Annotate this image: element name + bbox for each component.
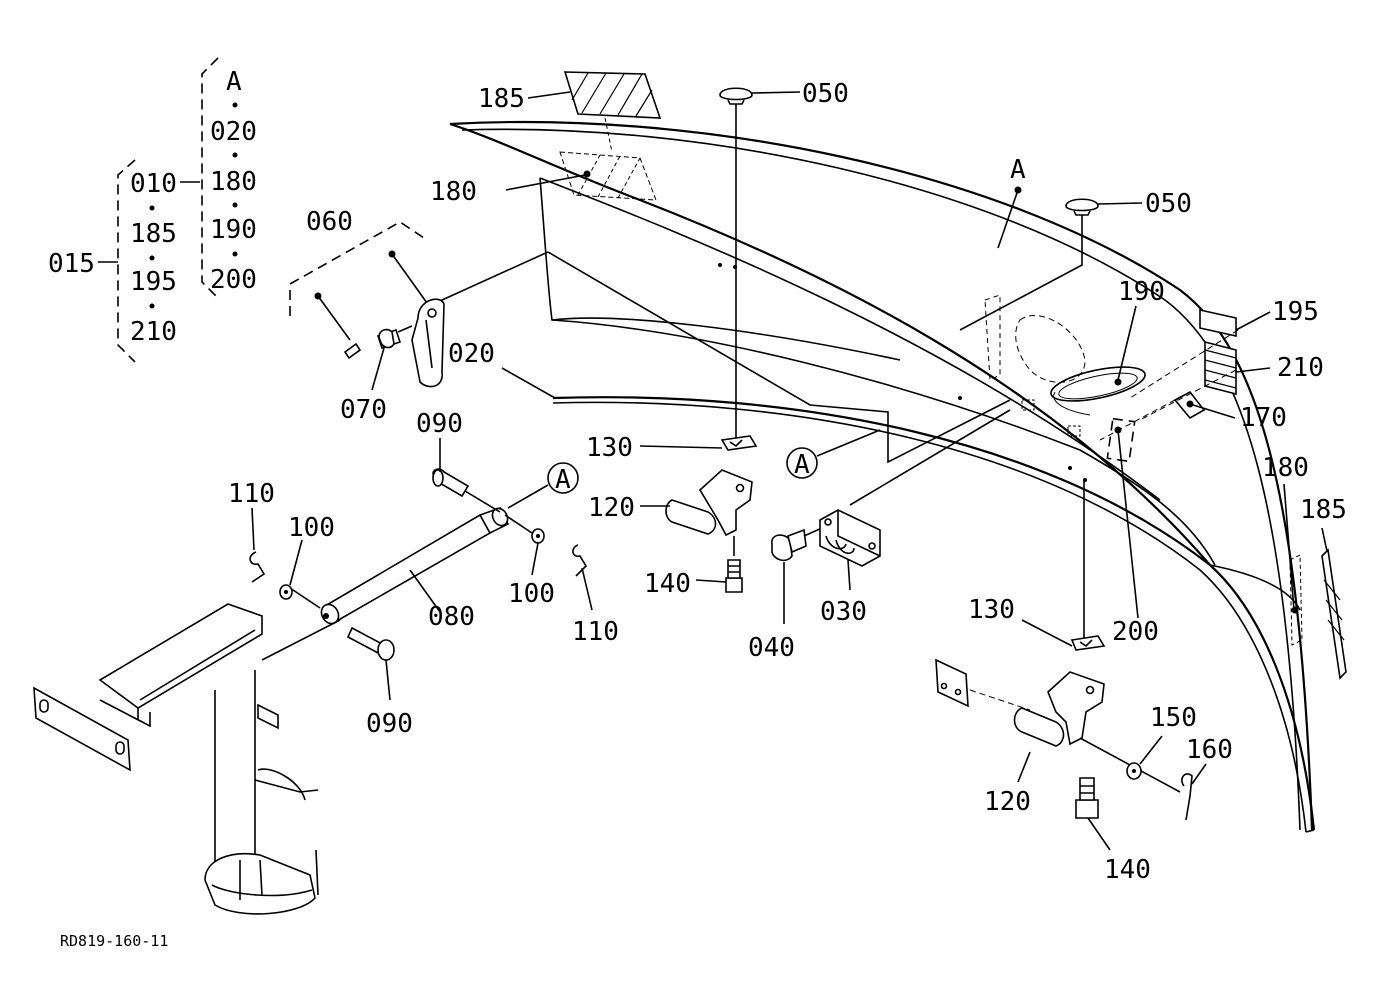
- callout-100-a: 100: [288, 513, 335, 543]
- group-item-185: 185: [130, 219, 177, 249]
- ref-A-hood: A: [997, 155, 1026, 249]
- callout-A-circle-b: A: [794, 450, 810, 480]
- hood-panel: [419, 120, 1316, 833]
- group-015-label: 015: [48, 249, 95, 279]
- pin-090-a: 090: [416, 409, 470, 498]
- subgroup-item-A: A: [226, 67, 242, 97]
- support-stand: [33, 603, 319, 915]
- callout-060: 060: [306, 207, 353, 237]
- clip-110-a: 110: [228, 479, 275, 583]
- subgroup-item-180: 180: [210, 167, 257, 197]
- callout-185-right: 185: [1300, 495, 1347, 525]
- decal-180-top: 180: [430, 117, 657, 207]
- pin-090-b: 090: [346, 626, 413, 739]
- callout-180-right: 180: [1262, 453, 1309, 483]
- handle-060: 060: [289, 207, 445, 388]
- callout-190: 190: [1118, 277, 1165, 307]
- callout-050-b: 050: [1145, 189, 1192, 219]
- callout-210: 210: [1277, 353, 1324, 383]
- group-legend: 015 010 185 195 210 A 020 180 190 200: [48, 57, 257, 363]
- callout-080: 080: [428, 602, 475, 632]
- group-item-195: 195: [130, 267, 177, 297]
- callout-070: 070: [340, 395, 387, 425]
- callout-120-b: 120: [984, 787, 1031, 817]
- callout-170: 170: [1240, 403, 1287, 433]
- ref-A-circle-b: A: [786, 429, 881, 480]
- right-labels: 190 195 210 170 180 185 200: [1099, 277, 1347, 680]
- callout-185-top: 185: [478, 84, 525, 114]
- cap-050-a: 050: [719, 79, 849, 445]
- screw-070: 070: [340, 325, 413, 425]
- hinge-right: 130 120 140 150 160: [935, 480, 1233, 885]
- washer-100-b: 100: [508, 528, 555, 609]
- subgroup-item-190: 190: [210, 215, 257, 245]
- washer-100-a: 100: [279, 513, 335, 600]
- callout-090-b: 090: [366, 709, 413, 739]
- callout-020: 020: [448, 339, 495, 369]
- callout-195: 195: [1272, 297, 1319, 327]
- knob-040: 040: [748, 527, 823, 663]
- callout-150: 150: [1150, 703, 1197, 733]
- callout-200: 200: [1112, 617, 1159, 647]
- callout-050-a: 050: [802, 79, 849, 109]
- callout-160: 160: [1186, 735, 1233, 765]
- subgroup-item-020: 020: [210, 117, 257, 147]
- clip-110-b: 110: [572, 544, 619, 647]
- callout-A-circle-a: A: [555, 465, 571, 495]
- callout-020-group: 020: [448, 339, 556, 399]
- group-item-010: 010: [130, 169, 177, 199]
- callout-140-a: 140: [644, 569, 691, 599]
- callout-110-a: 110: [228, 479, 275, 509]
- callout-100-b: 100: [508, 579, 555, 609]
- gas-strut-080: 080: [261, 484, 536, 661]
- callout-030: 030: [820, 597, 867, 627]
- group-item-210: 210: [130, 317, 177, 347]
- callout-130-b: 130: [968, 595, 1015, 625]
- cap-050-b: 050: [959, 189, 1192, 331]
- callout-140-b: 140: [1104, 855, 1151, 885]
- callout-090-a: 090: [416, 409, 463, 439]
- callout-040: 040: [748, 633, 795, 663]
- decal-185-top: 185: [478, 71, 662, 119]
- latch-030: 030: [819, 409, 1011, 627]
- callout-130-a: 130: [586, 433, 633, 463]
- drawing-code: RD819-160-11: [60, 932, 168, 950]
- callout-110-b: 110: [572, 617, 619, 647]
- subgroup-item-200: 200: [210, 265, 257, 295]
- callout-A-top: A: [1010, 155, 1026, 185]
- ref-A-circle-a: A: [507, 462, 579, 509]
- callout-180-top: 180: [430, 177, 477, 207]
- hinge-left: 130 120 140: [586, 433, 758, 599]
- callout-120-a: 120: [588, 493, 635, 523]
